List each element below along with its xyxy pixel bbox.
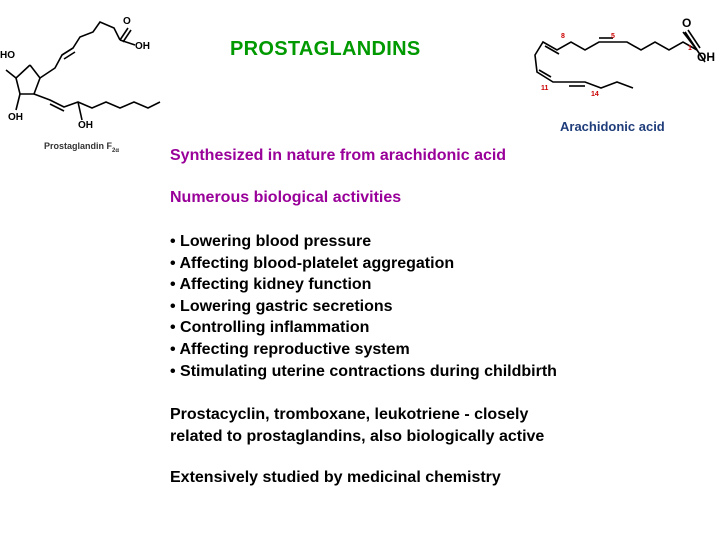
prostaglandin-o-atom: O — [123, 16, 131, 27]
related-line-2: related to prostaglandins, also biologic… — [170, 427, 545, 445]
locant-11: 11 — [541, 85, 549, 92]
related-compounds-text: Prostacyclin, tromboxane, leukotriene - … — [170, 404, 544, 447]
activities-list: • Lowering blood pressure • Affecting bl… — [170, 231, 557, 382]
list-item: • Affecting reproductive system — [170, 340, 410, 358]
list-item: • Controlling inflammation — [170, 319, 370, 337]
arachidonic-acid-structure: O OH 1 5 8 11 14 — [534, 16, 715, 98]
related-line-1: Prostacyclin, tromboxane, leukotriene - … — [170, 406, 529, 423]
locant-14: 14 — [591, 91, 599, 98]
arachidonic-acid-label: Arachidonic acid — [560, 119, 665, 134]
activities-heading: Numerous biological activities — [170, 189, 402, 206]
prostaglandin-ring-oh-atom: OH — [8, 112, 23, 123]
intro-text: Synthesized in nature from arachidonic a… — [170, 147, 507, 164]
arachidonic-o-atom: O — [682, 16, 691, 30]
list-item: • Affecting blood-platelet aggregation — [170, 254, 455, 272]
locant-1: 1 — [688, 45, 692, 52]
prostaglandin-oh-atom: OH — [135, 41, 150, 52]
prostaglandin-label-main: Prostaglandin F — [44, 141, 113, 151]
prostaglandin-chain-oh-atom: OH — [78, 120, 93, 131]
list-item: • Affecting kidney function — [170, 276, 372, 294]
list-item: • Stimulating uterine contractions durin… — [170, 362, 557, 380]
locant-8: 8 — [561, 33, 565, 40]
list-item: • Lowering blood pressure — [170, 233, 372, 250]
medchem-text: Extensively studied by medicinal chemist… — [170, 469, 501, 486]
prostaglandin-ho-atom: HO — [0, 50, 15, 61]
prostaglandin-f2a-label: Prostaglandin F2α — [44, 141, 119, 154]
prostaglandin-label-sub: 2α — [112, 147, 120, 154]
prostaglandin-f2a-structure: O OH HO OH OH — [0, 16, 161, 131]
arachidonic-oh-atom: OH — [697, 50, 715, 64]
list-item: • Lowering gastric secretions — [170, 297, 393, 315]
locant-5: 5 — [611, 33, 615, 40]
page-title: PROSTAGLANDINS — [230, 38, 421, 60]
